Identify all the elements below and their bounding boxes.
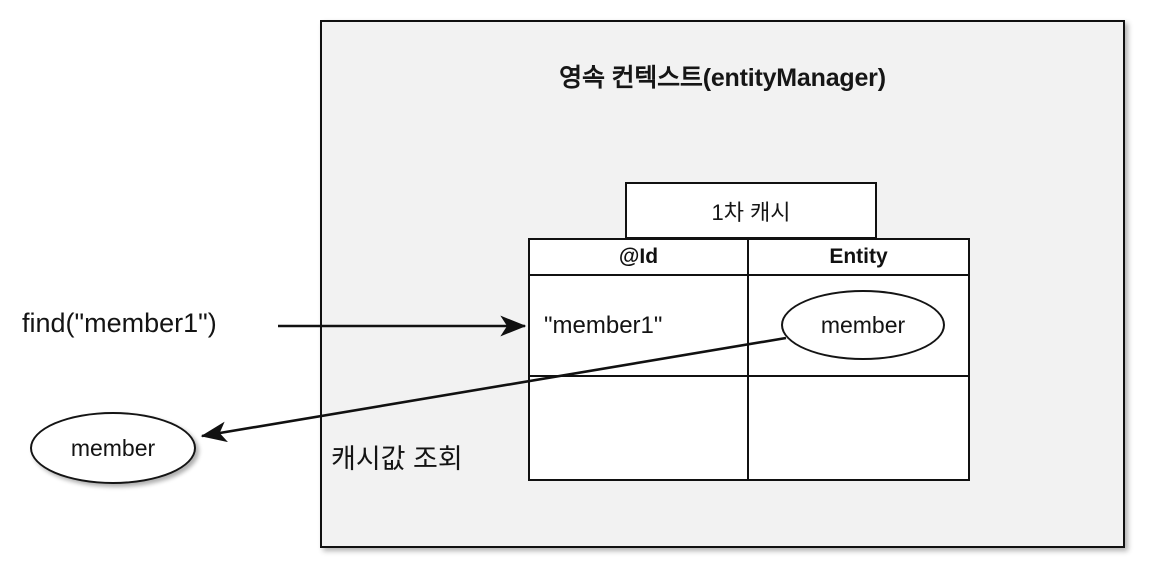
returned-entity-label: member bbox=[70, 434, 156, 461]
first-level-cache-tab: 1차 캐시 bbox=[625, 182, 877, 239]
find-call-label: find("member1") bbox=[22, 308, 217, 338]
first-level-cache-table: @Id Entity "member1" bbox=[528, 238, 970, 481]
cached-entity-label: member bbox=[820, 311, 906, 338]
returned-entity-ellipse: member bbox=[30, 412, 196, 484]
table-header-row: @Id Entity bbox=[530, 240, 968, 276]
column-header-entity: Entity bbox=[829, 245, 888, 268]
table-row bbox=[530, 377, 968, 479]
cached-entity-ellipse: member bbox=[781, 290, 945, 360]
column-header-id: @Id bbox=[530, 240, 749, 274]
cache-lookup-label: 캐시값 조회 bbox=[331, 444, 463, 474]
cell-id-row-2 bbox=[530, 377, 749, 479]
first-level-cache-label: 1차 캐시 bbox=[711, 199, 791, 225]
persistence-context-title: 영속 컨텍스트(entityManager) bbox=[559, 64, 886, 92]
cell-entity-row-2 bbox=[749, 377, 968, 479]
cell-id-row-1: "member1" bbox=[530, 276, 749, 375]
